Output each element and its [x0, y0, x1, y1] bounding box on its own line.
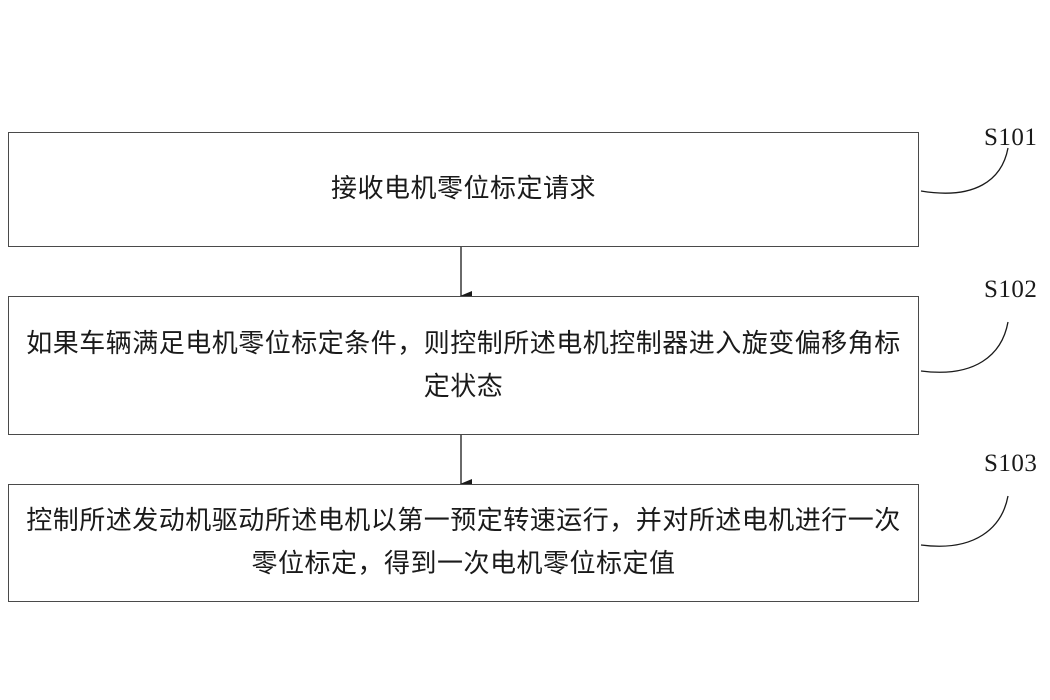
- leader-curve-s102: [920, 321, 1009, 373]
- step-box-s103: 控制所述发动机驱动所述电机以第一预定转速运行，并对所述电机进行一次零位标定，得到…: [8, 484, 919, 602]
- leader-curve-s103: [920, 495, 1009, 547]
- leader-curve-s101: [920, 147, 1009, 194]
- step-text-s101: 接收电机零位标定请求: [330, 174, 596, 204]
- step-text-s102: 如果车辆满足电机零位标定条件，则控制所述电机控制器进入旋变偏移角标定状态: [26, 328, 901, 402]
- step-label-s101: S101: [984, 124, 1038, 151]
- step-box-s102: 如果车辆满足电机零位标定条件，则控制所述电机控制器进入旋变偏移角标定状态: [8, 296, 919, 435]
- step-text-s103: 控制所述发动机驱动所述电机以第一预定转速运行，并对所述电机进行一次零位标定，得到…: [26, 506, 901, 579]
- step-label-s102: S102: [984, 276, 1038, 303]
- step-label-s103: S103: [984, 450, 1038, 477]
- step-box-s101: 接收电机零位标定请求: [8, 132, 919, 247]
